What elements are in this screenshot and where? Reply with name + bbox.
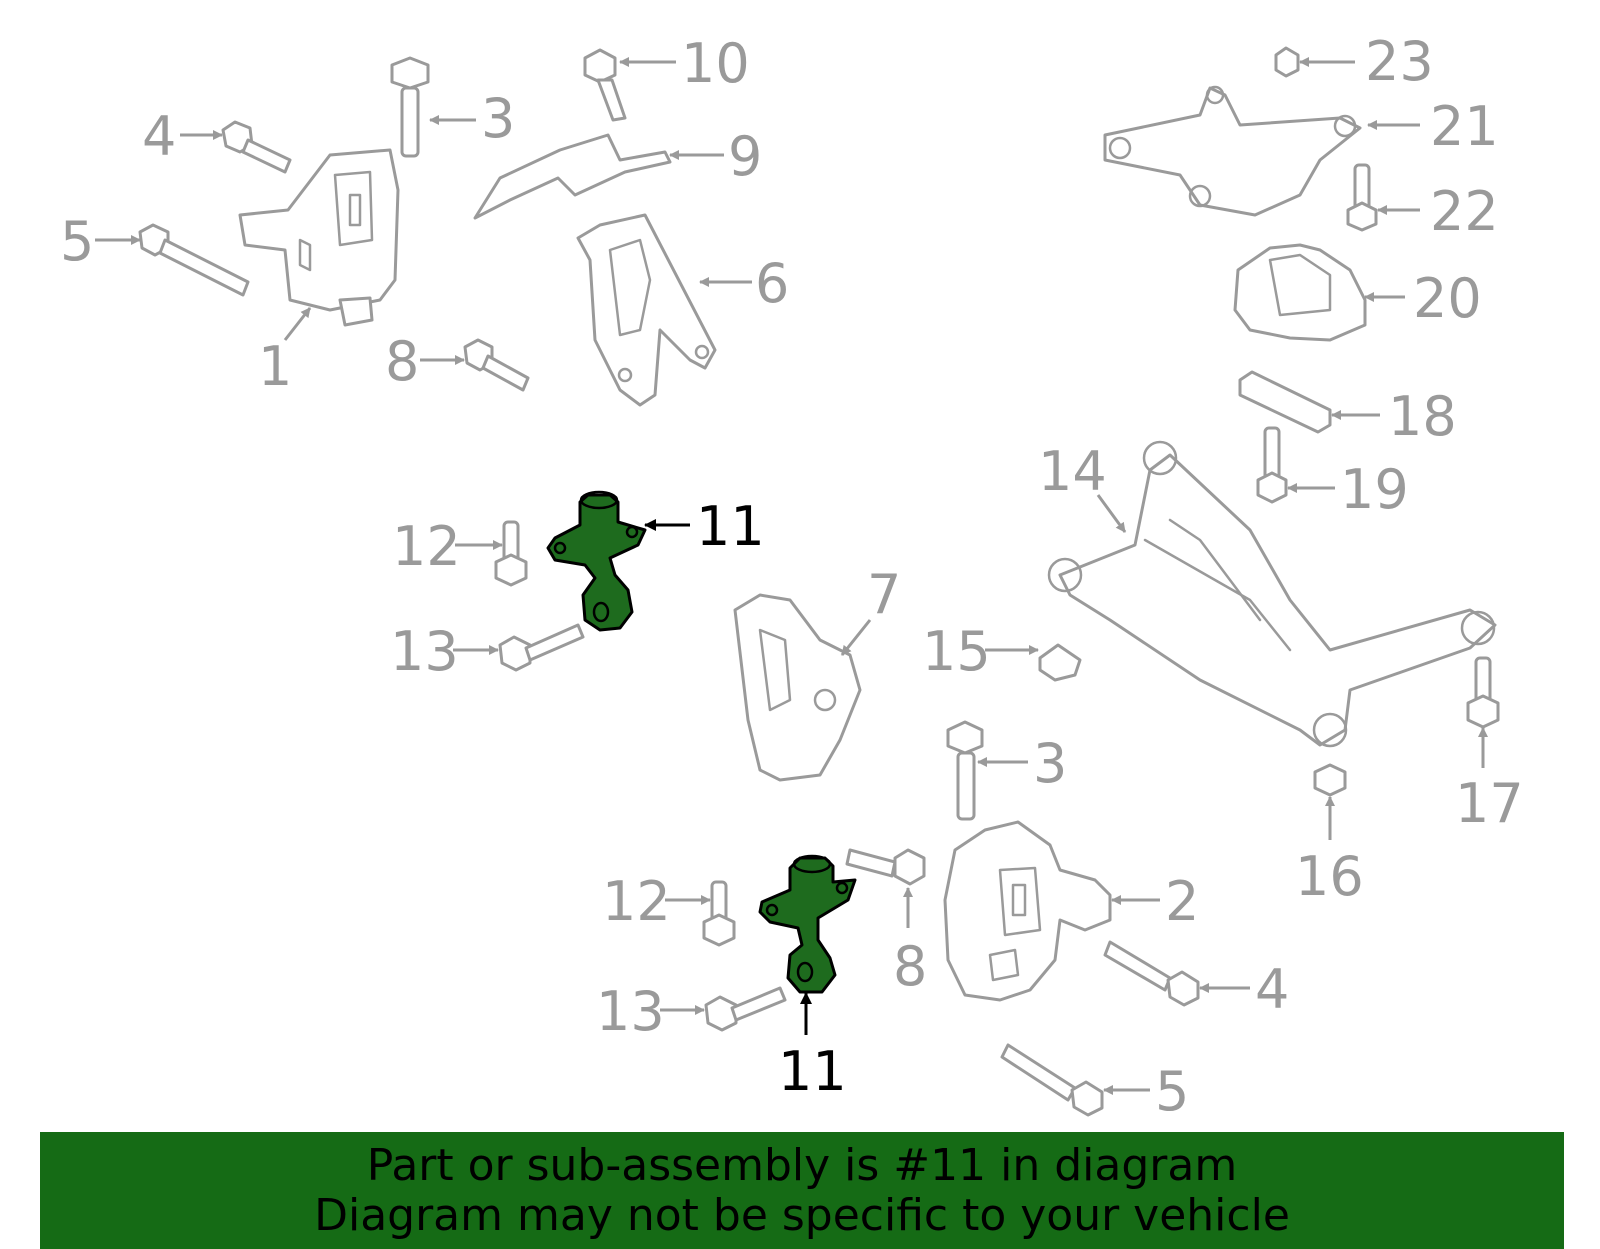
part-18-strip[interactable] [1238,370,1332,434]
part-3-bolt-upper[interactable] [390,56,430,158]
part-15-clip[interactable] [1038,643,1082,682]
callout-16: 16 [1295,845,1364,908]
callout-8-upper: 8 [385,330,419,393]
part-22-bolt[interactable] [1346,163,1378,232]
part-2-engine-mount[interactable] [943,820,1112,1002]
part-1-engine-mount[interactable] [238,148,400,327]
part-17-bolt[interactable] [1466,656,1500,729]
callout-12-upper: 12 [392,515,461,578]
part-16-nut[interactable] [1313,763,1347,797]
callout-9: 9 [728,125,762,188]
callout-1: 1 [258,335,292,398]
callout-3-lower: 3 [1033,732,1067,795]
part-8-bolt-upper[interactable] [463,338,530,392]
callout-22: 22 [1430,180,1499,243]
callout-5-lower: 5 [1155,1060,1189,1123]
callout-20: 20 [1413,267,1482,330]
part-7-bracket[interactable] [733,593,862,782]
callout-12-lower: 12 [602,870,671,933]
callout-labels: 1 3 4 5 8 10 9 6 7 3 8 2 4 5 23 21 22 20… [60,30,1524,1123]
part-12-bolt-lower[interactable] [702,880,736,947]
banner-line-2: Diagram may not be specific to your vehi… [314,1189,1290,1241]
part-21-mount[interactable] [1103,85,1362,217]
part-4-bolt-upper[interactable] [221,120,292,174]
part-13-bolt-upper[interactable] [498,623,585,672]
callout-23: 23 [1365,30,1434,93]
part-23-nut[interactable] [1274,46,1300,78]
callout-14: 14 [1038,440,1107,503]
part-11-torque-rod-upper[interactable] [546,490,647,632]
part-10-bolt[interactable] [583,48,627,122]
callout-2: 2 [1165,870,1199,933]
callout-13-upper: 13 [390,620,459,683]
leader-lines [95,57,1488,1095]
callout-18: 18 [1388,385,1457,448]
callout-19: 19 [1340,458,1409,521]
callout-3-upper: 3 [481,87,515,150]
callout-17: 17 [1455,772,1524,835]
callout-4-upper: 4 [142,105,176,168]
banner-line-1: Part or sub-assembly is #11 in diagram [366,1139,1238,1191]
part-5-bolt-upper[interactable] [138,223,250,297]
part-12-bolt-upper[interactable] [494,520,528,587]
part-5-bolt-lower[interactable] [1000,1043,1104,1117]
part-13-bolt-lower[interactable] [704,986,787,1032]
callout-21: 21 [1430,95,1499,158]
callout-11-upper: 11 [696,495,765,558]
part-20-mount[interactable] [1233,243,1367,342]
info-banner: Part or sub-assembly is #11 in diagram D… [40,1132,1564,1249]
callout-7: 7 [867,563,901,626]
callout-15: 15 [922,620,991,683]
part-6-bracket[interactable] [576,213,717,407]
callout-10: 10 [681,32,750,95]
part-11-torque-rod-lower[interactable] [758,854,857,994]
callout-13-lower: 13 [596,980,665,1043]
part-3-bolt-lower[interactable] [946,720,984,821]
part-4-bolt-lower[interactable] [1103,940,1200,1007]
callout-8-lower: 8 [893,935,927,998]
part-8-bolt-lower[interactable] [845,848,926,886]
part-9-shield[interactable] [473,133,672,220]
callout-4-lower: 4 [1255,958,1289,1021]
callout-6: 6 [755,252,789,315]
callout-5-upper: 5 [60,210,94,273]
part-19-bolt[interactable] [1256,426,1288,504]
part-14-subframe[interactable] [1047,440,1497,748]
callout-11-lower: 11 [778,1040,847,1103]
